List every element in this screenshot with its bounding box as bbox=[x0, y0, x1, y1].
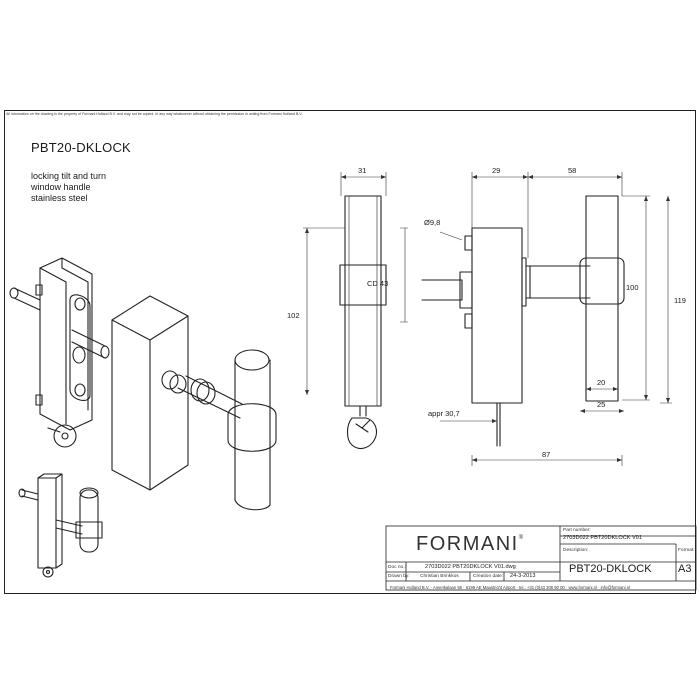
dim-31: 31 bbox=[358, 166, 367, 175]
iso-handle-rose bbox=[111, 295, 277, 511]
formani-logo: FORMANI® bbox=[416, 533, 525, 556]
iso-backplate bbox=[9, 257, 110, 448]
dim-29: 29 bbox=[492, 166, 501, 175]
doc-no-value: 2703D022 PBT20DKLOCK V01.dwg bbox=[425, 564, 516, 570]
dim-diameter: Ø9,8 bbox=[424, 218, 441, 227]
dim-58: 58 bbox=[568, 166, 577, 175]
side-view bbox=[421, 195, 625, 447]
logo-text: FORMANI bbox=[416, 533, 519, 555]
dim-25: 25 bbox=[597, 400, 606, 409]
drawn-by-value: Christian Brinkkos bbox=[420, 574, 459, 579]
creation-date-label: Creation date: bbox=[473, 574, 504, 579]
description-line-3: stainless steel bbox=[31, 193, 88, 203]
dim-87: 87 bbox=[542, 450, 551, 459]
description-value: PBT20-DKLOCK bbox=[569, 563, 652, 575]
description-line-2: window handle bbox=[31, 182, 91, 192]
product-description: locking tilt and turn window handle stai… bbox=[31, 171, 106, 204]
dim-20: 20 bbox=[597, 378, 606, 387]
copyright-notice: All information on the drawing is the pr… bbox=[6, 112, 303, 116]
creation-date-value: 24-3-2013 bbox=[510, 573, 536, 579]
company-footer: Formani Holland B.V. · Amerikalaan 56 · … bbox=[390, 585, 630, 590]
dim-appr-30-7: appr 30,7 bbox=[428, 409, 460, 418]
dim-cd43: CD 43 bbox=[367, 279, 389, 288]
registered-mark: ® bbox=[518, 535, 525, 541]
description-label: Description: bbox=[563, 548, 589, 553]
doc-no-label: Doc no.: bbox=[388, 565, 406, 570]
title-block-grid bbox=[385, 525, 697, 591]
format-value: A3 bbox=[678, 563, 692, 575]
front-view bbox=[339, 195, 387, 449]
iso-small-assembly bbox=[18, 473, 103, 578]
product-title: PBT20-DKLOCK bbox=[31, 140, 131, 155]
dim-102: 102 bbox=[287, 311, 300, 320]
dim-100: 100 bbox=[626, 283, 639, 292]
drawing-sheet-border bbox=[4, 110, 696, 594]
part-number-value: 2703D022 PBT20DKLOCK V01 bbox=[563, 535, 642, 541]
format-label: Format: bbox=[678, 548, 695, 553]
drawn-by-label: Drawn by: bbox=[388, 574, 410, 579]
description-line-1: locking tilt and turn bbox=[31, 171, 107, 181]
part-number-label: Part number: bbox=[563, 528, 591, 533]
dim-119: 119 bbox=[674, 296, 686, 305]
